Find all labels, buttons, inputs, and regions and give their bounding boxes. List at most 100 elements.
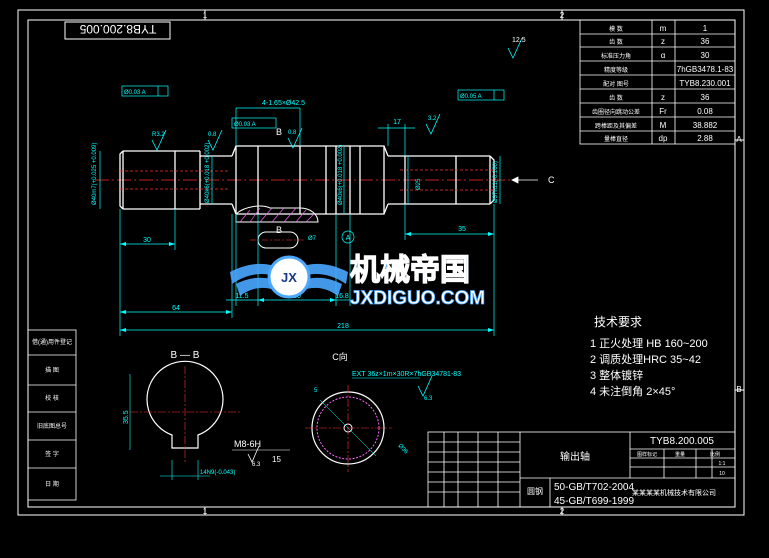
watermark-gear-icon — [267, 255, 311, 299]
spline-row-symbol: m — [660, 24, 667, 33]
section-bb-label: B — B — [171, 350, 200, 361]
spline-row-label: 齿 数 — [609, 94, 623, 102]
roughness-symbols — [151, 37, 523, 151]
title-block — [427, 431, 736, 508]
view-c-label: C向 — [332, 351, 348, 362]
section-bb-view — [129, 360, 240, 480]
spline-row-label: 齿 数 — [609, 38, 623, 46]
spline-row-value: 2.88 — [697, 134, 713, 143]
spline-row-label: 齿圈径向跳动公差 — [592, 108, 640, 116]
left-strip-label: 旧底图总号 — [37, 422, 67, 430]
dim-d-left: Ø40m7(+0.025 +0.009) — [92, 143, 98, 205]
thread-note: M8-6H — [234, 439, 261, 449]
dimension-texts: Ø40m7(+0.025 +0.009) Ø40k6(+0.018 +0.002… — [92, 100, 499, 330]
section-bb-hole: 14N9(-0.043) — [200, 470, 235, 476]
grid-letter-a: A — [736, 135, 742, 144]
section-bb-depth: 35.5 — [123, 410, 130, 424]
spline-row-label: 标准压力角 — [601, 52, 631, 60]
spline-row-symbol: α — [661, 51, 666, 60]
section-marker-b-bottom: B — [276, 225, 282, 235]
view-c-phi5: 5 — [314, 388, 318, 394]
view-arrow-c-label: C — [548, 175, 555, 185]
grid-number-2: 2 — [560, 11, 565, 20]
dim-35: 35 — [458, 226, 466, 233]
tolerance-frame-1: Ø0.03 A — [121, 85, 169, 97]
shaft-outline — [119, 145, 495, 215]
roughness-thread — [247, 445, 260, 463]
grid-letter-b: B — [736, 385, 741, 394]
left-strip-label: 签 字 — [45, 450, 59, 458]
spline-row-value: 7hGB3478.1-83 — [677, 65, 734, 74]
dim-d-25: Ø25 — [416, 178, 422, 190]
spline-row-value: 30 — [701, 51, 710, 60]
tolerance-frame-3-text: Ø0.05 A — [460, 94, 482, 100]
dim-11-5: 11.5 — [235, 293, 248, 300]
dim-d-bearing: Ø40k6(+0.018 +0.002) — [205, 143, 211, 203]
spline-table-rows: 模 数 m 1 齿 数 z 36 标准压力角 α 30 精度等级 7hGB3478.1-83 配对 图… — [592, 24, 734, 143]
spline-row-symbol: dp — [659, 134, 668, 143]
keyway-section — [235, 205, 319, 223]
spline-row-label: 量棒直径 — [604, 135, 628, 143]
title-material-1: 50-GB/T702-2004 — [554, 482, 634, 493]
spline-row-label: 跨棒距及其偏差 — [595, 122, 637, 130]
title-company: 某某某某机械技术有限公司 — [632, 488, 716, 497]
view-c-end — [305, 385, 392, 472]
spline-row-label: 精度等级 — [604, 66, 628, 74]
view-arrow-c — [511, 176, 538, 184]
title-material-label: 圆钢 — [527, 486, 543, 496]
spline-row-symbol: M — [660, 121, 667, 130]
spline-row-value: 38.882 — [693, 121, 718, 130]
dim-218: 218 — [337, 323, 349, 330]
tolerance-frame-2-text: Ø0.03 A — [234, 122, 256, 128]
left-strip-label: 校 核 — [45, 394, 59, 402]
title-material-2: 45-GB/T699-1999 — [554, 496, 634, 507]
dim-phi7: Ø7 — [308, 236, 317, 242]
tech-item: 4 未注倒角 2×45° — [590, 384, 675, 398]
dimension-arrows — [120, 232, 494, 332]
title-count: 10 — [719, 471, 725, 477]
left-strip-label: 描 图 — [45, 366, 59, 374]
tech-item: 3 整体镀锌 — [590, 368, 643, 382]
roughness-thread-text: 6.3 — [252, 462, 261, 468]
dim-30: 30 — [143, 237, 151, 244]
watermark-en: JXDIGUO.COM — [350, 288, 485, 309]
title-ratio: 1:1 — [719, 461, 726, 467]
spline-row-value: TYB8.230.001 — [679, 79, 731, 88]
depth-note: 15 — [272, 455, 281, 464]
spline-row-label: 配对 图号 — [603, 80, 629, 88]
watermark-badge: JX — [281, 270, 297, 285]
dim-d-mid: Ø40k6(+0.018 +0.002) — [338, 145, 344, 205]
spline-row-value: 36 — [701, 93, 710, 102]
dim-r32: 3.2 — [428, 116, 437, 122]
datum-a: A — [341, 230, 355, 244]
title-ratio-label: 比例 — [710, 451, 720, 458]
dim-64: 64 — [172, 305, 180, 312]
spline-row-value: 1 — [703, 24, 708, 33]
tolerance-frame-2: Ø0.03 A — [231, 117, 277, 129]
spline-row-label: 模 数 — [609, 25, 623, 33]
title-part-name: 输出轴 — [560, 450, 590, 463]
spline-row-value: 36 — [701, 37, 710, 46]
dim-r08b: 0.8 — [288, 130, 297, 136]
tech-requirements: 1 正火处理 HB 160~200 2 调质处理HRC 35~42 3 整体镀锌 4 … — [590, 337, 708, 398]
watermark-logo: JX 机械帝国 JXDIGUO.COM — [230, 252, 486, 309]
mirrored-code-box: TYB8.200.005 — [64, 21, 171, 40]
section-marker-b-top: B — [276, 127, 282, 137]
watermark-cn: 机械帝国 — [350, 253, 470, 288]
spline-row-value: 0.08 — [697, 107, 713, 116]
spline-row-symbol: z — [661, 37, 665, 46]
mirrored-code: TYB8.200.005 — [79, 22, 156, 36]
dim-17: 17 — [393, 119, 401, 126]
spline-table — [579, 19, 736, 145]
dim-16-8: 16.8 — [335, 293, 349, 300]
tech-item: 1 正火处理 HB 160~200 — [590, 337, 708, 350]
view-c-bore: Ø36 — [397, 443, 410, 456]
drawing-frame — [17, 9, 745, 516]
grid-number-1-bottom: 1 — [203, 507, 208, 516]
title-drawing-no: TYB8.200.005 — [650, 436, 714, 447]
left-strip-label: 日 期 — [45, 480, 59, 488]
tech-item: 2 调质处理HRC 35~42 — [590, 353, 701, 366]
left-strip-label: 借(通)用件登记 — [32, 338, 72, 346]
